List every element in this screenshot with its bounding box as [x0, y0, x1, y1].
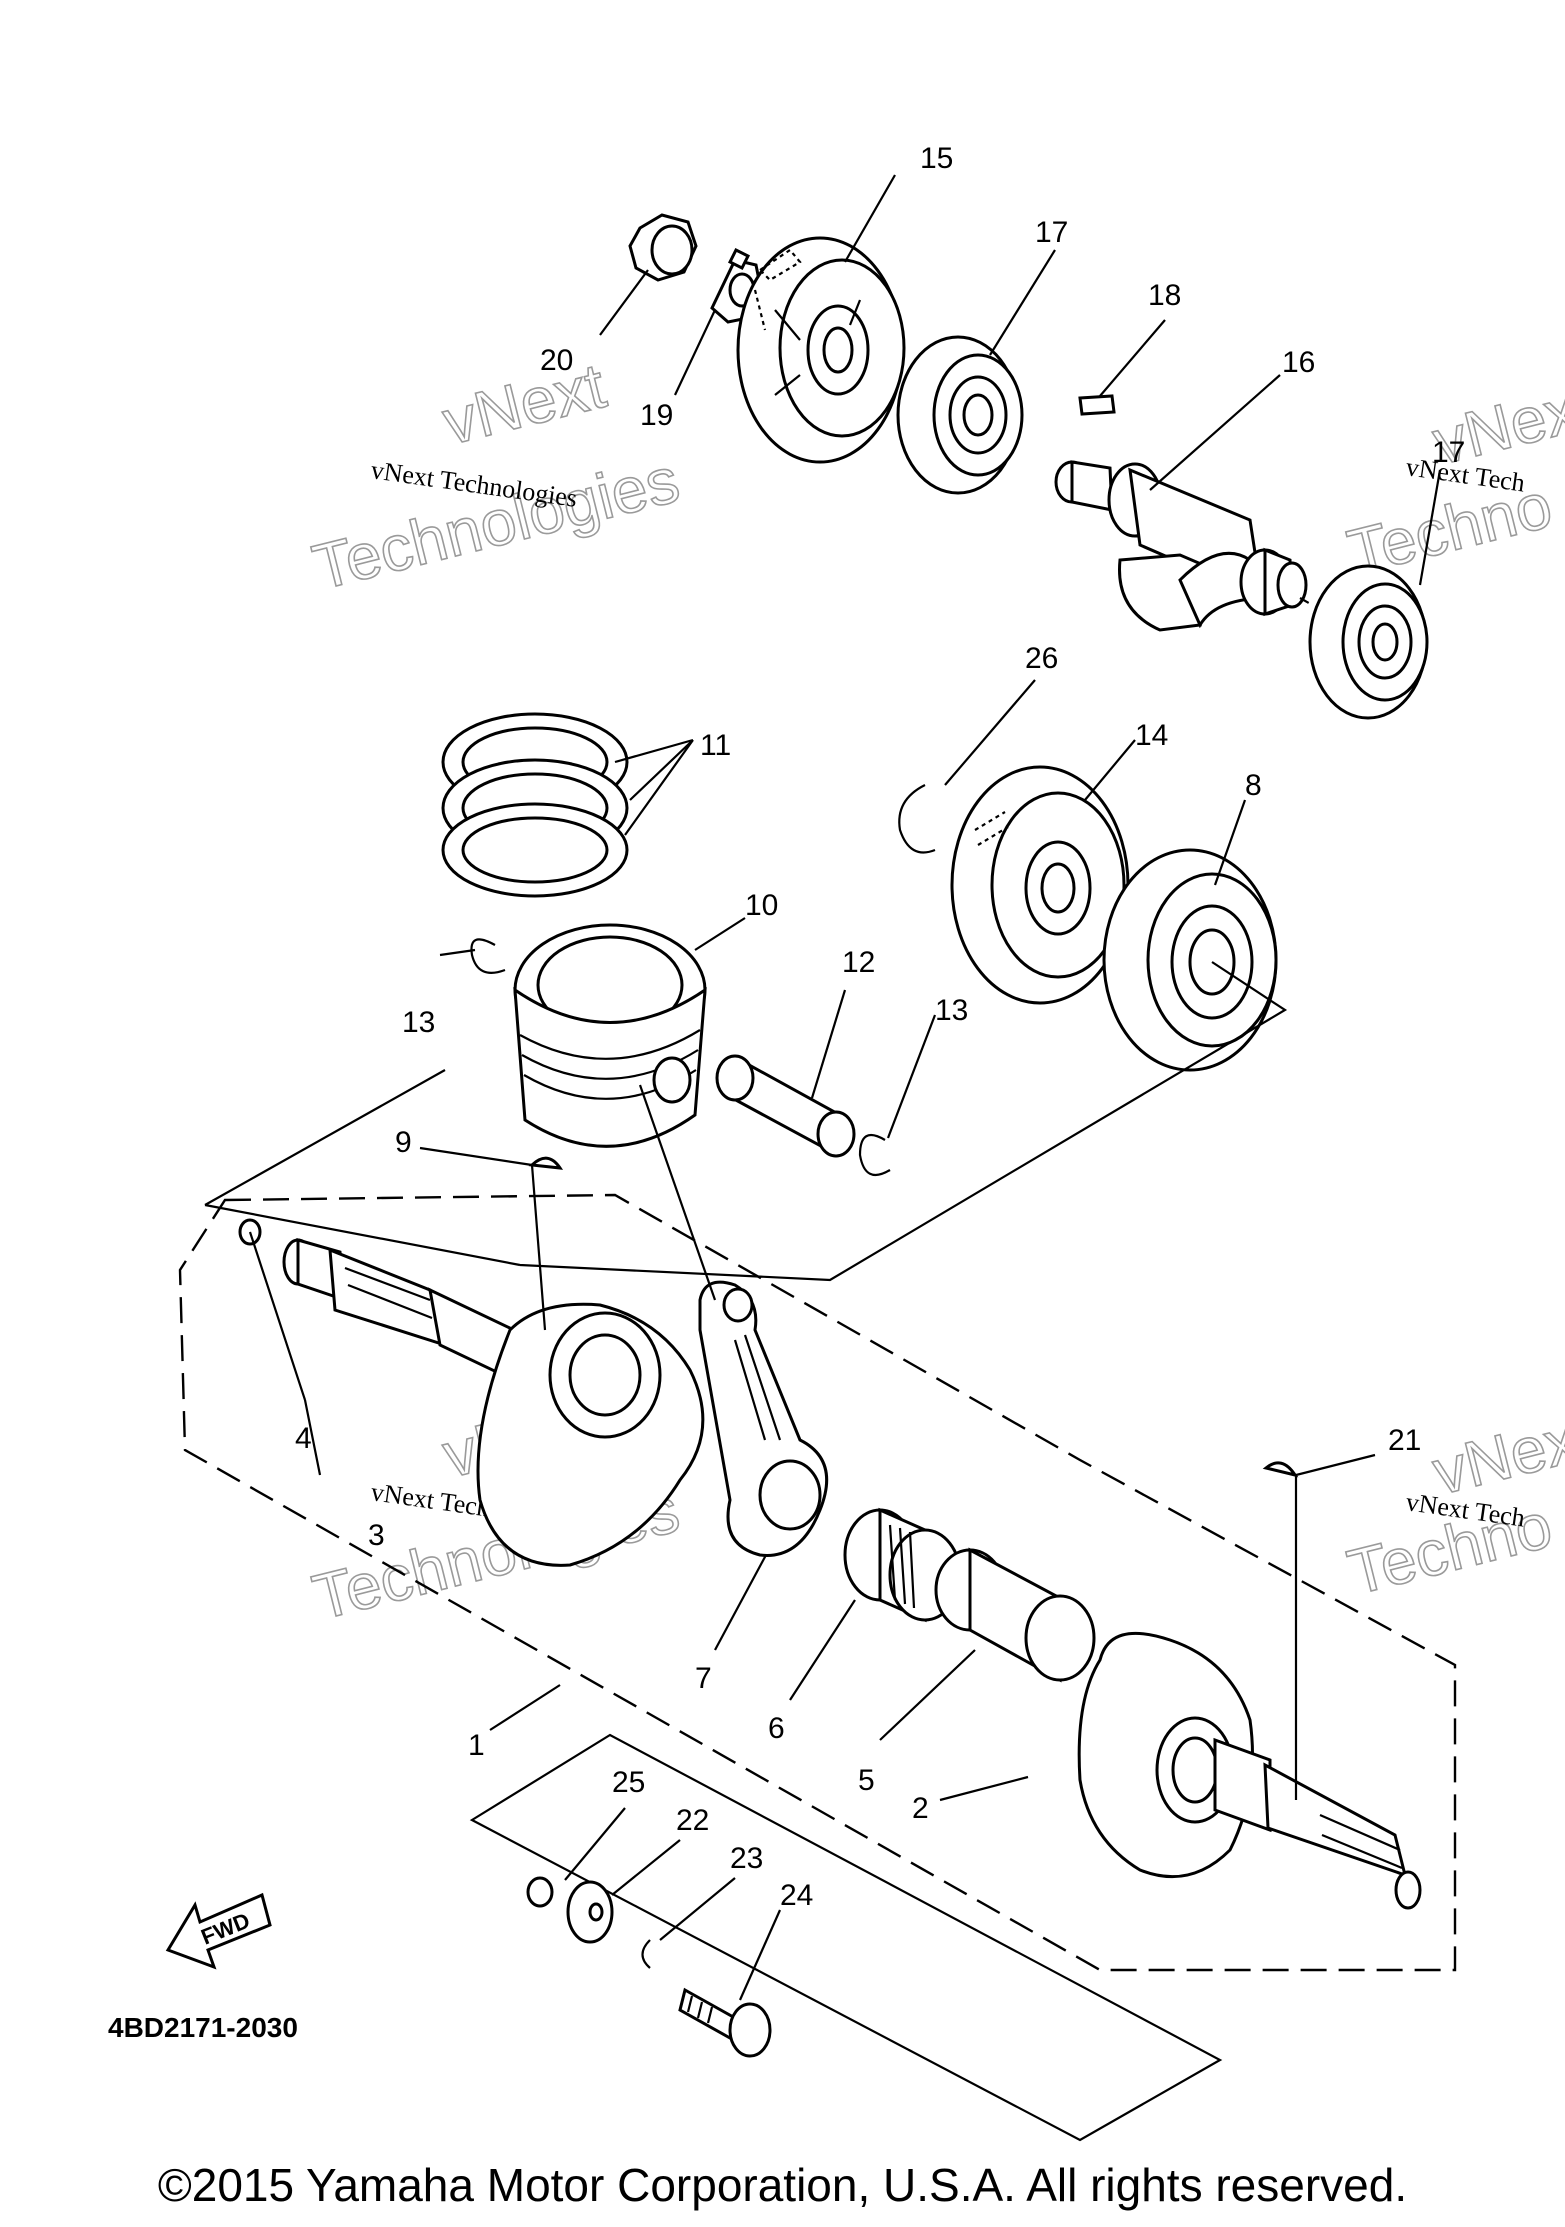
part-10-piston: [513, 923, 707, 1148]
copyright-notice: ©2015 Yamaha Motor Corporation, U.S.A. A…: [157, 2159, 1408, 2211]
part-26-circlip: [898, 784, 936, 854]
part-2-crank-right: [1077, 1631, 1422, 1910]
callout-9: 9: [395, 1126, 412, 1159]
part-9-woodruff-key: [528, 1156, 564, 1170]
part-25-o-ring: [526, 1876, 554, 1908]
fwd-arrow: FWD: [165, 1892, 272, 1970]
watermark-big-line1: vNext: [436, 349, 612, 458]
part-5-crank-pin: [934, 1547, 1096, 1683]
callout-10: 10: [745, 889, 778, 922]
bolt-group-outline: [469, 1733, 1223, 2142]
callout-labels: 15 17 18 16 17 20 19 26 14 8 11 10 12 13…: [295, 142, 1465, 1912]
callout-25: 25: [612, 1766, 645, 1799]
watermark-right-upper: vNex Techno vNext Tech: [1340, 373, 1565, 590]
part-11-piston-rings: [441, 712, 629, 898]
callout-24: 24: [780, 1879, 813, 1912]
part-12-piston-pin: [715, 1054, 856, 1158]
part-3-crank-left: [282, 1238, 705, 1567]
callout-26: 26: [1025, 642, 1058, 675]
watermark-right-lower: vNex Techno vNext Tech: [1340, 1403, 1565, 1610]
callout-6: 6: [768, 1712, 785, 1745]
callout-13-left: 13: [402, 1006, 435, 1039]
callout-22: 22: [676, 1804, 709, 1837]
callout-16: 16: [1282, 346, 1315, 379]
callout-15: 15: [920, 142, 953, 175]
part-15-balancer-gear: [736, 236, 906, 464]
part-17-bearing-lower: [1308, 564, 1429, 720]
callout-23: 23: [730, 1842, 763, 1875]
callout-1: 1: [468, 1729, 485, 1762]
callout-20: 20: [540, 344, 573, 377]
callout-12: 12: [842, 946, 875, 979]
part-24-bolt: [678, 1987, 772, 2058]
callout-2: 2: [912, 1792, 929, 1825]
part-6-needle-bearing: [843, 1507, 962, 1623]
callout-5: 5: [858, 1764, 875, 1797]
watermark-left-upper: vNext Technologies vNext Technologies: [305, 348, 687, 604]
part-13-clip-right: [858, 1133, 891, 1177]
part-23-clip: [641, 1939, 651, 1969]
leader-lines: [248, 174, 1442, 2001]
callout-17-lower: 17: [1432, 436, 1465, 469]
part-22-washer: [566, 1880, 614, 1944]
callout-7: 7: [695, 1662, 712, 1695]
callout-13-right: 13: [935, 994, 968, 1027]
callout-11: 11: [700, 729, 731, 762]
part-8-crank-bearing: [1102, 848, 1278, 1072]
part-18-key: [1078, 394, 1116, 416]
drawing-code: 4BD2171-2030: [108, 2012, 298, 2043]
part-13-clip-left: [470, 938, 506, 974]
part-16-balancer-shaft: [1054, 460, 1336, 632]
callout-21: 21: [1388, 1424, 1421, 1457]
part-21-woodruff-key: [1262, 1461, 1299, 1478]
part-20-nut: [628, 213, 698, 282]
callout-4: 4: [295, 1422, 312, 1455]
callout-17-upper: 17: [1035, 216, 1068, 249]
part-17-bearing-upper: [896, 335, 1024, 495]
callout-3: 3: [368, 1519, 385, 1552]
callout-19: 19: [640, 399, 673, 432]
piston-group-outline: [204, 961, 1288, 1282]
watermark-big-line2: Technologies: [306, 443, 686, 603]
crank-group-outline: [178, 1193, 1457, 1972]
part-14-drive-gear: [950, 765, 1130, 1005]
callout-14: 14: [1135, 719, 1168, 752]
callout-8: 8: [1245, 769, 1262, 802]
callout-18: 18: [1148, 279, 1181, 312]
part-7-connecting-rod: [698, 1280, 829, 1557]
